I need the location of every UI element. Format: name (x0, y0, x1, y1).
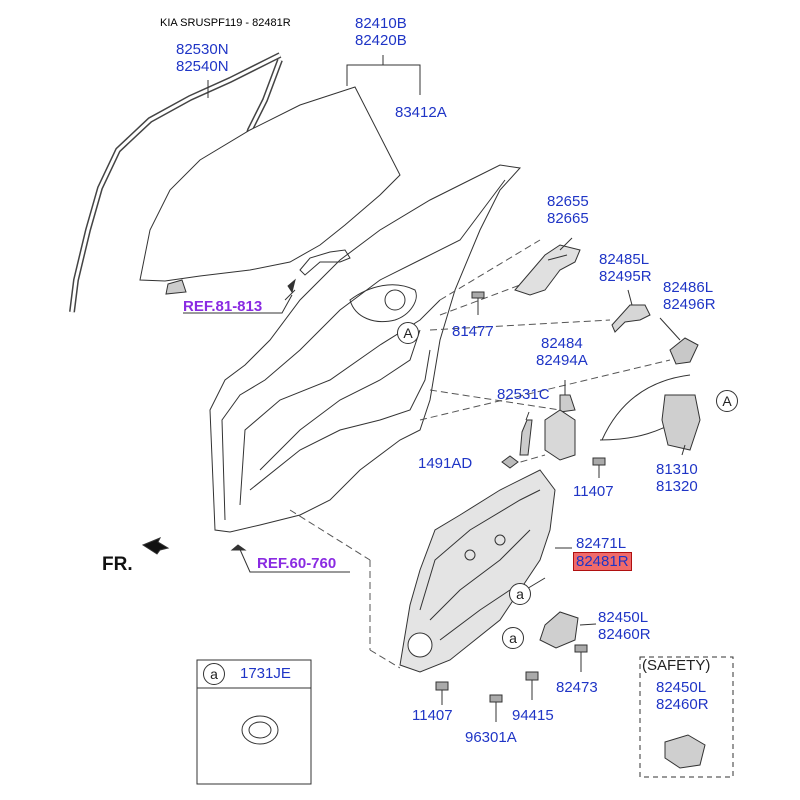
part-82655[interactable]: 82655 (547, 193, 589, 210)
part-82450L-safety[interactable]: 82450L (656, 679, 707, 696)
part-82540N[interactable]: 82540N (176, 58, 229, 75)
part-82420B[interactable]: 82420B (355, 32, 407, 49)
part-11407-upper[interactable]: 11407 (573, 483, 614, 500)
part-96301A[interactable]: 96301A (465, 729, 517, 746)
callout-a-1: a (509, 583, 531, 605)
part-82410B[interactable]: 82410B (355, 15, 407, 32)
part-82496R[interactable]: 82496R (663, 296, 716, 313)
ref-81-813[interactable]: REF.81-813 (183, 298, 263, 315)
part-82484[interactable]: 82484 (541, 335, 583, 352)
part-82495R[interactable]: 82495R (599, 268, 652, 285)
part-82665[interactable]: 82665 (547, 210, 589, 227)
part-82531C[interactable]: 82531C (497, 386, 550, 403)
ref-60-760[interactable]: REF.60-760 (257, 555, 337, 572)
part-82460R[interactable]: 82460R (598, 626, 651, 643)
door-glass (139, 86, 401, 282)
door-latch (661, 394, 701, 451)
part-82460R-safety[interactable]: 82460R (656, 696, 709, 713)
part-82486L[interactable]: 82486L (663, 279, 714, 296)
part-83412A[interactable]: 83412A (395, 104, 447, 121)
diagram-title: KIA SRUSPF119 - 82481R (160, 17, 291, 29)
safety-label: (SAFETY) (642, 657, 711, 674)
window-motor (539, 611, 579, 649)
door-panel (209, 164, 521, 533)
part-81320[interactable]: 81320 (656, 478, 698, 495)
safety-box (639, 656, 734, 778)
part-1491AD[interactable]: 1491AD (418, 455, 473, 472)
part-82485L[interactable]: 82485L (599, 251, 650, 268)
part-11407-lower[interactable]: 11407 (412, 707, 453, 724)
window-regulator (399, 469, 556, 673)
callout-A-upper: A (397, 322, 419, 344)
callout-A-right: A (716, 390, 738, 412)
part-94415[interactable]: 94415 (512, 707, 554, 724)
part-82530N[interactable]: 82530N (176, 41, 229, 58)
handle-cover (611, 304, 651, 333)
part-1731JE[interactable]: 1731JE (240, 665, 291, 682)
outside-handle (514, 244, 581, 296)
part-82471L[interactable]: 82471L (576, 535, 627, 552)
part-81477[interactable]: 81477 (452, 323, 494, 340)
part-82481R-highlighted[interactable]: 82481R (573, 552, 632, 571)
part-82450L[interactable]: 82450L (598, 609, 649, 626)
callout-a-2: a (502, 627, 524, 649)
part-81310[interactable]: 81310 (656, 461, 698, 478)
part-82494A[interactable]: 82494A (536, 352, 588, 369)
front-direction-label: FR. (102, 554, 133, 575)
callout-a-box: a (203, 663, 225, 685)
part-82473[interactable]: 82473 (556, 679, 598, 696)
inset-box-a (196, 659, 312, 785)
